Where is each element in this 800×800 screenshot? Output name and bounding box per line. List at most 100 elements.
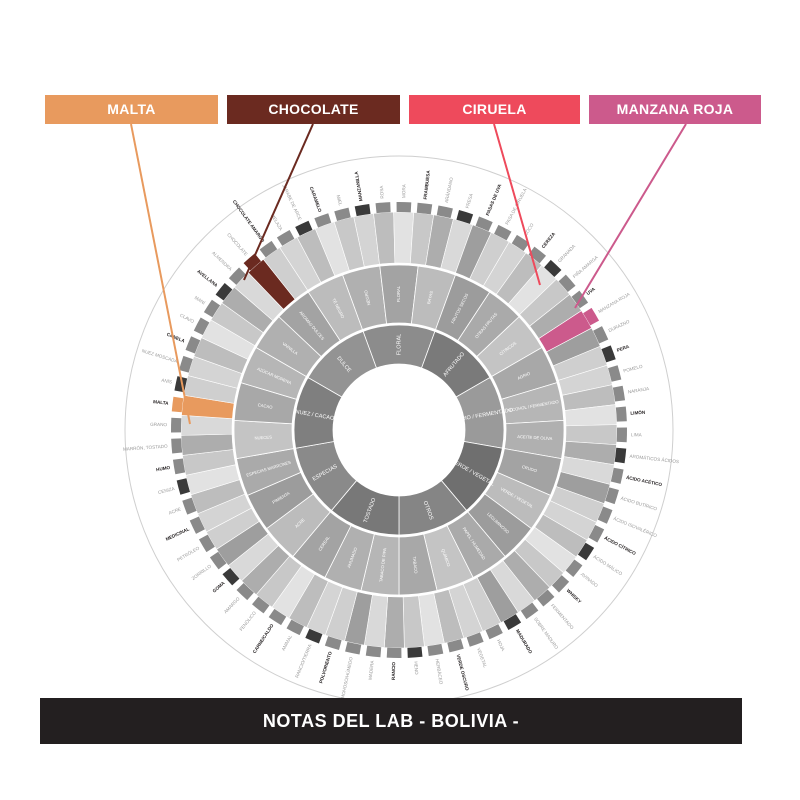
outer-label-naranja-17: NARANJA <box>627 386 650 395</box>
outer-tip-animal-41 <box>286 619 304 636</box>
middle-label-crudo-9: CRUDO <box>521 464 538 473</box>
outer-tip-ceniza-50 <box>176 478 190 495</box>
outer-tip-malta-54 <box>171 396 184 413</box>
outer-label-acido-isovalerico-23: ÁCIDO ISOVALÉRICO <box>613 515 659 538</box>
outer-tip-clavo-58 <box>193 317 210 335</box>
outer-label-granada-10: GRANADA <box>557 243 577 264</box>
outer-label-sobre-maduro-29: SOBRE MADURO <box>533 616 559 650</box>
outer-tip-lima-19 <box>616 427 627 443</box>
outer-tip-melaza-64 <box>276 229 295 246</box>
outer-tip-jarabe-de-arce-65 <box>295 220 313 236</box>
outer-label-pasas-de-uva-6: PASAS DE UVA <box>485 183 503 217</box>
outer-label-acido-citrico-24: ÁCIDO CÍTRICO <box>603 534 638 557</box>
outer-label-fenolico-43: FENÓLICO <box>238 609 258 631</box>
outer-tip-fenolico-43 <box>251 596 270 614</box>
outer-label-fresa-5: FRESA <box>465 192 475 209</box>
outer-label-pasa-de-ciruela-7: PASA DE CIRUELA <box>504 187 528 226</box>
outer-tip-arandano-4 <box>436 205 453 219</box>
outer-label-amargo-44: AMARGO <box>223 596 241 615</box>
outer-label-whisky-27: WHISKY <box>566 588 583 604</box>
outer-tip-madurado-30 <box>503 614 522 631</box>
middle-label-nueces-21: NUECES <box>254 435 272 441</box>
outer-tip-polvoriento-39 <box>324 636 342 650</box>
middle-label-quimico-13: QUÍMICO <box>440 548 451 568</box>
outer-label-nuez-moscada-56: NUEZ MOSCADA <box>141 348 179 364</box>
outer-label-acido-malico-25: ÁCIDO MÁLICO <box>592 553 624 576</box>
outer-label-frambuesa-3: FRAMBUESA <box>423 169 431 199</box>
connector-manzana-roja <box>574 123 687 309</box>
outer-tip-anis-55 <box>174 376 188 393</box>
outer-tip-chocolate-amargo-63 <box>259 240 278 258</box>
outer-tip-rancio-36 <box>386 647 402 658</box>
outer-tip-cereza-9 <box>528 246 547 264</box>
outer-tip-manzana-roja-13 <box>583 307 600 326</box>
middle-label-negro-0: NEGRO <box>363 289 372 306</box>
outer-label-polvoriento-39: POLVORIENTO <box>318 651 333 684</box>
highlight-chocolate: CHOCOLATE <box>227 95 400 124</box>
outer-label-marron-tostado-52: MARRÓN, TOSTADO <box>123 443 168 452</box>
outer-tip-frambuesa-3 <box>416 202 433 215</box>
outer-tip-canela-57 <box>185 336 201 354</box>
outer-tip-amargo-44 <box>236 582 254 601</box>
outer-label-anis-55: ANÍS <box>161 377 173 385</box>
outer-label-madera-37: MADERA <box>368 659 375 680</box>
outer-label-animal-41: ANIMAL <box>281 634 294 652</box>
outer-tip-madera-37 <box>365 645 382 658</box>
outer-label-verde-oscuro-33: VERDE OSCURO <box>456 654 470 692</box>
outer-tip-acido-butirico-22 <box>605 487 619 505</box>
outer-label-lima-19: LIMA <box>631 432 643 437</box>
outer-tip-almendra-61 <box>228 267 247 285</box>
outer-label-medicinal-48: MEDICINAL <box>165 526 190 541</box>
outer-tip-naranja-17 <box>612 385 626 402</box>
outer-tip-acre-49 <box>182 497 197 515</box>
outer-tip-granada-10 <box>544 259 562 278</box>
outer-tip-acido-isovalerico-23 <box>597 506 613 524</box>
middle-segment-te-negro-26 <box>307 274 363 342</box>
outer-label-acido-butirico-22: ÁCIDO BUTÍRICO <box>620 495 658 512</box>
outer-tip-herbaceo-34 <box>427 643 444 657</box>
outer-label-coco-8: COCO <box>523 222 535 237</box>
outer-label-mani-59: MANÍ <box>194 294 208 306</box>
outer-label-clavo-58: CLAVO <box>179 313 195 325</box>
outer-tip-heno-35 <box>407 646 423 658</box>
outer-tip-pasa-de-ciruela-7 <box>494 224 512 241</box>
outer-tip-pomelo-16 <box>608 365 622 382</box>
outer-tip-verde-oscuro-33 <box>447 639 464 653</box>
outer-tip-hoja-31 <box>485 624 503 640</box>
outer-label-madurado-30: MADURADO <box>515 628 533 654</box>
outer-label-fermentado-28: FERMENTADO <box>550 603 575 631</box>
outer-tip-grano-53 <box>171 417 182 433</box>
outer-tip-acido-acetico-21 <box>610 467 624 484</box>
outer-label-grano-53: GRANO <box>150 422 167 427</box>
outer-label-manzanilla-0: MANZANILLA <box>354 170 364 201</box>
outer-tip-medicinal-48 <box>189 516 205 534</box>
outer-label-hoja-31: HOJA <box>496 639 506 653</box>
outer-tip-fermentado-28 <box>536 589 555 607</box>
outer-tip-rosa-1 <box>375 202 391 214</box>
outer-label-cereza-9: CEREZA <box>541 231 557 249</box>
outer-label-chocolate-62: CHOCOLATE <box>226 232 248 257</box>
outer-label-herbaceo-34: HERBÁCEO <box>435 658 445 685</box>
outer-tip-coco-8 <box>511 234 530 252</box>
outer-label-mora-2: MORA <box>401 183 406 198</box>
outer-label-ceniza-50: CENIZA <box>158 486 176 495</box>
outer-label-rosa-1: ROSA <box>379 185 385 199</box>
outer-label-pomelo-16: POMELO <box>623 364 644 374</box>
middle-label-tabaco-de-pipa-15: TABACO DE PIPA <box>378 548 387 583</box>
highlight-connectors <box>130 123 687 425</box>
outer-label-humo-51: HUMO <box>156 465 171 472</box>
outer-label-caramelo-66: CARAMELO <box>309 186 323 213</box>
outer-label-rancio-36: RANCIO <box>391 661 396 680</box>
outer-label-chocolate-amargo-63: CHOCOLATE AMARGO <box>232 199 266 243</box>
middle-label-acre-18: ACRE <box>294 517 306 529</box>
outer-tip-manzanilla-0 <box>354 203 371 217</box>
outer-tip-vegetal-32 <box>466 632 484 647</box>
outer-label-acre-49: ACRE <box>168 507 182 516</box>
outer-label-almendra-61: ALMENDRA <box>211 250 234 272</box>
outer-label-miel-67: MIEL <box>335 194 343 206</box>
footer-title: NOTAS DEL LAB - BOLIVIA - <box>40 698 742 744</box>
